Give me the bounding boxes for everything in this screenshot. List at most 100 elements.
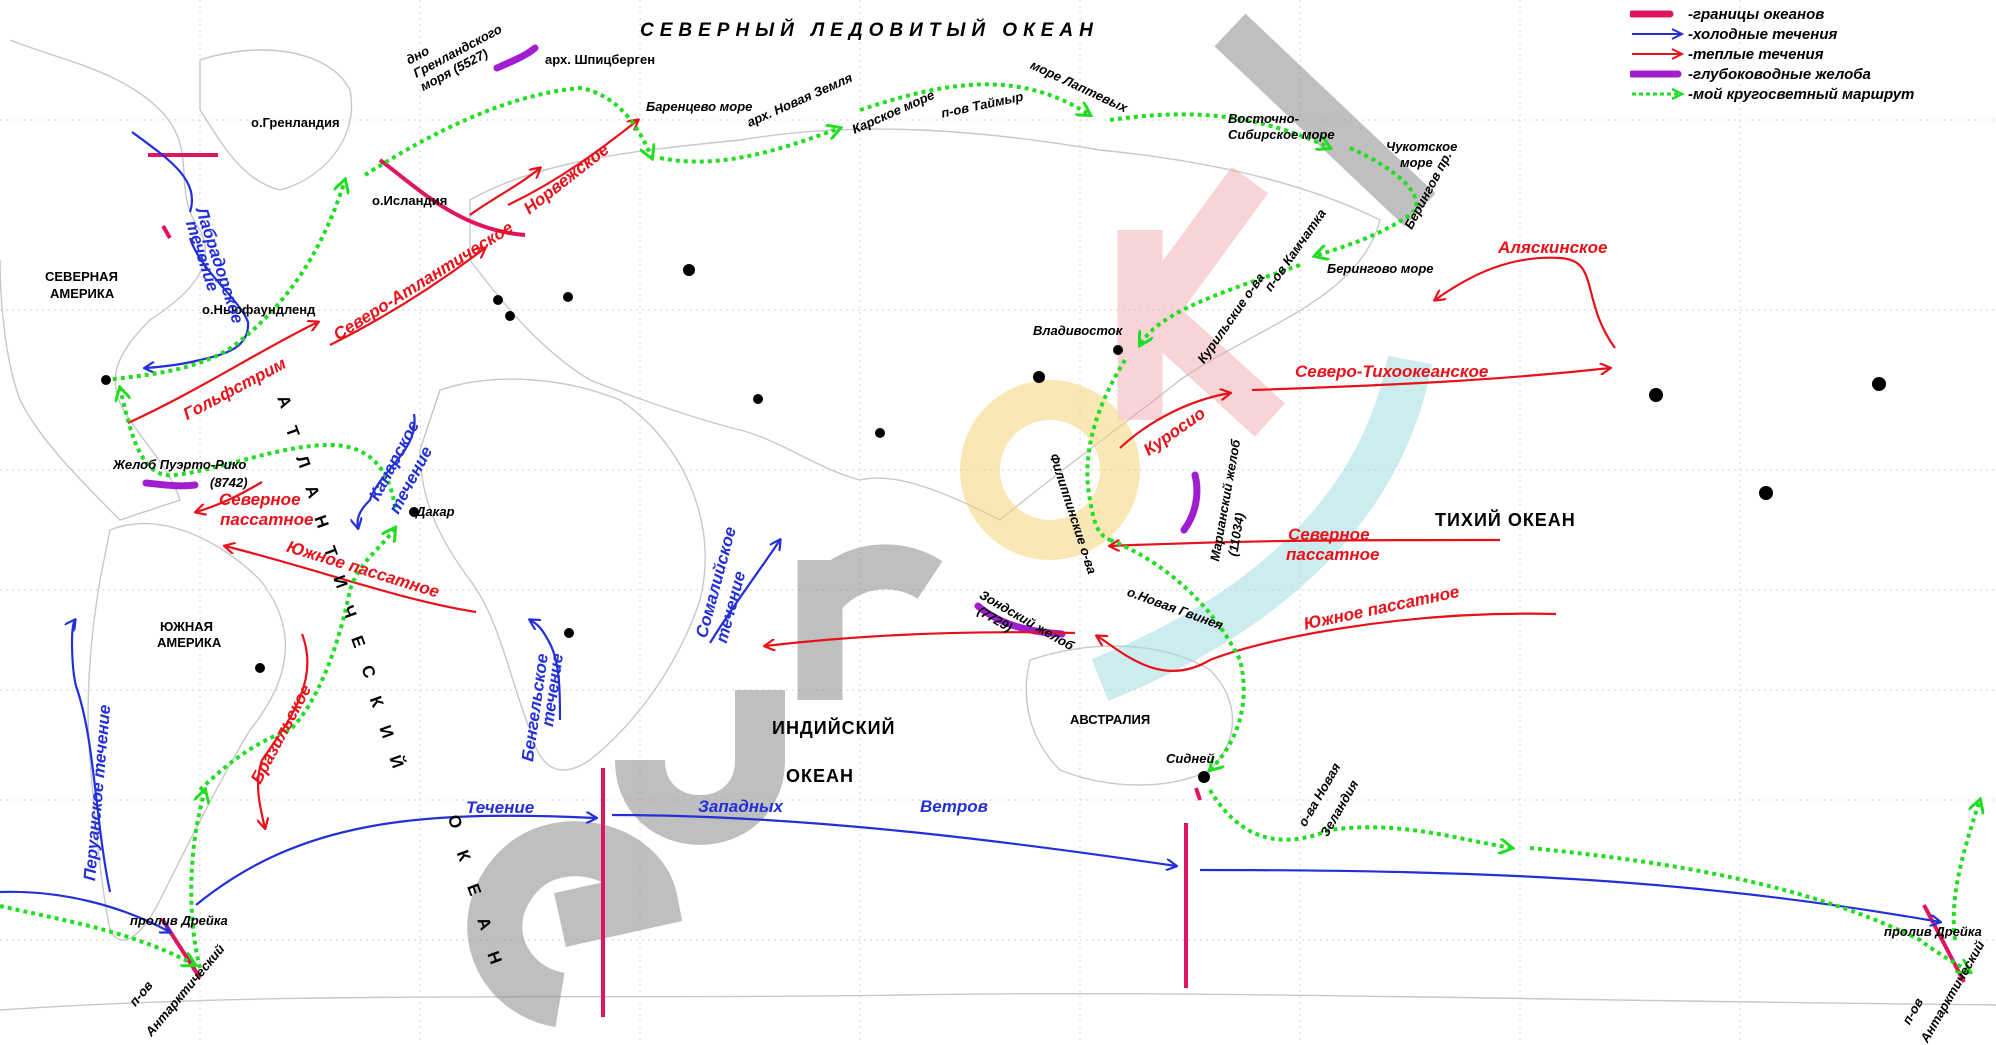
label-iceland: о.Исландия	[372, 193, 448, 208]
marker	[1872, 377, 1886, 391]
africa-outline	[419, 378, 706, 771]
label-north-america-2: АМЕРИКА	[50, 286, 115, 301]
label-indian-ocean-1: ИНДИЙСКИЙ	[772, 718, 896, 738]
current-benguela-arrow	[530, 620, 562, 721]
legend: -границы океанов -холодные течения -тепл…	[1630, 4, 1914, 104]
marker	[1649, 388, 1663, 402]
route-seg-pacific-south	[1529, 846, 1970, 972]
current-north-pacific-arrow	[1251, 368, 1610, 392]
current-peru-arrow	[72, 620, 112, 893]
current-west-wind-1	[0, 890, 170, 932]
trench-swatch-icon	[1630, 70, 1682, 78]
eurasia-outline	[469, 128, 1381, 521]
marker	[563, 292, 573, 302]
current-south-trade-atl-arrow	[225, 546, 477, 614]
label-barents: Баренцево море	[646, 99, 753, 114]
legend-label-route: -мой кругосветный маршрут	[1688, 85, 1915, 103]
legend-label-trench: -глубоководные желоба	[1688, 65, 1871, 83]
watermark-o	[960, 380, 1140, 560]
current-indian-south-arrow	[765, 631, 1076, 646]
route-seg-philippines	[1085, 358, 1127, 542]
watermark	[467, 13, 1436, 1028]
legend-row-trench: -глубоководные желоба	[1630, 64, 1914, 84]
label-south-america-1: ЮЖНАЯ	[160, 619, 213, 634]
label-newfoundland: о.Ньюфаундленд	[202, 302, 316, 317]
label-current-north-trade-atl-1: Северное	[219, 490, 301, 509]
trench-mariana	[1180, 471, 1201, 534]
label-current-north-trade-pac-2: пассатное	[1286, 545, 1380, 564]
marker	[409, 507, 419, 517]
route-seg-antarctic-right	[1951, 800, 1980, 941]
trench-greenland-sea	[493, 44, 539, 72]
label-puerto-rico-2: (8742)	[210, 475, 248, 490]
label-chukchi-1: Чукотское	[1386, 139, 1458, 154]
route-seg-arctic-2	[659, 128, 840, 164]
route-seg-newguinea	[1109, 538, 1246, 770]
north-america-outline	[0, 39, 207, 521]
label-current-westerlies-3: Ветров	[920, 797, 988, 816]
legend-row-warm: -теплые течения	[1630, 44, 1914, 64]
label-sydney: Сидней	[1166, 751, 1215, 766]
border-iceland-norway	[378, 158, 526, 237]
legend-row-border: -границы океанов	[1630, 4, 1914, 24]
label-east-siberian-2: Сибирское море	[1228, 127, 1335, 142]
legend-label-warm: -теплые течения	[1688, 45, 1824, 63]
route-seg-arctic-3	[859, 82, 1090, 115]
marker	[493, 295, 503, 305]
route-seg-atl-center	[120, 388, 397, 509]
label-australia: АВСТРАЛИЯ	[1070, 712, 1151, 727]
current-west-wind-4	[1199, 868, 1940, 922]
border-tasmania	[1194, 787, 1202, 801]
label-drake-right: пролив Дрейка	[1884, 924, 1982, 939]
watermark-i	[1214, 13, 1436, 227]
route-seg-arctic-4	[1109, 112, 1330, 148]
warm-currents	[127, 120, 1616, 828]
label-drake-left: пролив Дрейка	[130, 913, 228, 928]
route-seg-arctic-1	[363, 85, 652, 177]
marker	[1113, 345, 1123, 355]
marker	[683, 264, 695, 276]
route-seg-south-atlantic	[198, 528, 395, 792]
marker	[1033, 371, 1045, 383]
route-seg-bering	[1315, 146, 1419, 256]
current-norwegian-arrow	[507, 120, 638, 206]
label-north-america-1: СЕВЕРНАЯ	[45, 269, 118, 284]
label-pacific-ocean: ТИХИЙ ОКЕАН	[1435, 510, 1576, 530]
marker	[255, 663, 265, 673]
current-north-atlantic-arrow-2	[469, 168, 540, 216]
legend-label-cold: -холодные течения	[1688, 25, 1838, 43]
label-east-siberian-1: Восточно-	[1228, 111, 1299, 126]
current-north-trade-atl-arrow	[196, 481, 263, 512]
current-alaska-arrow	[1435, 256, 1616, 349]
route-arrow-icon	[1632, 88, 1685, 100]
current-somali-arrow	[709, 540, 780, 644]
watermark-e	[467, 821, 683, 1028]
label-current-north-trade-atl-2: пассатное	[220, 510, 314, 529]
label-puerto-rico-1: Желоб Пуэрто-Рико	[113, 457, 247, 472]
label-current-westerlies-2: Западных	[698, 797, 783, 816]
current-north-atlantic-arrow	[329, 248, 485, 346]
marker	[101, 375, 111, 385]
current-gulfstream-arrow	[127, 322, 318, 424]
route-seg-pacific-west	[1140, 263, 1301, 345]
label-arctic-ocean: СЕВЕРНЫЙ ЛЕДОВИТЫЙ ОКЕАН	[640, 20, 1099, 41]
label-greenland: о.Гренландия	[251, 115, 340, 130]
current-canary-arrow	[358, 413, 416, 528]
legend-label-border: -границы океанов	[1688, 5, 1825, 23]
marker	[1198, 771, 1210, 783]
label-bering-sea: Берингово море	[1327, 261, 1434, 276]
legend-row-cold: -холодные течения	[1630, 24, 1914, 44]
marker	[505, 311, 515, 321]
trench-puerto-rico	[142, 479, 199, 490]
marker	[1759, 486, 1773, 500]
label-vladivostok: Владивосток	[1033, 323, 1123, 338]
current-north-trade-pac-arrow	[1110, 538, 1501, 546]
warm-arrow-icon	[1632, 48, 1685, 60]
route-seg-cape-horn	[189, 790, 205, 969]
label-dakar: Дакар	[416, 504, 455, 519]
ocean-borders	[148, 153, 1966, 1017]
route-seg-nz	[1208, 788, 1512, 848]
route	[0, 82, 1980, 972]
